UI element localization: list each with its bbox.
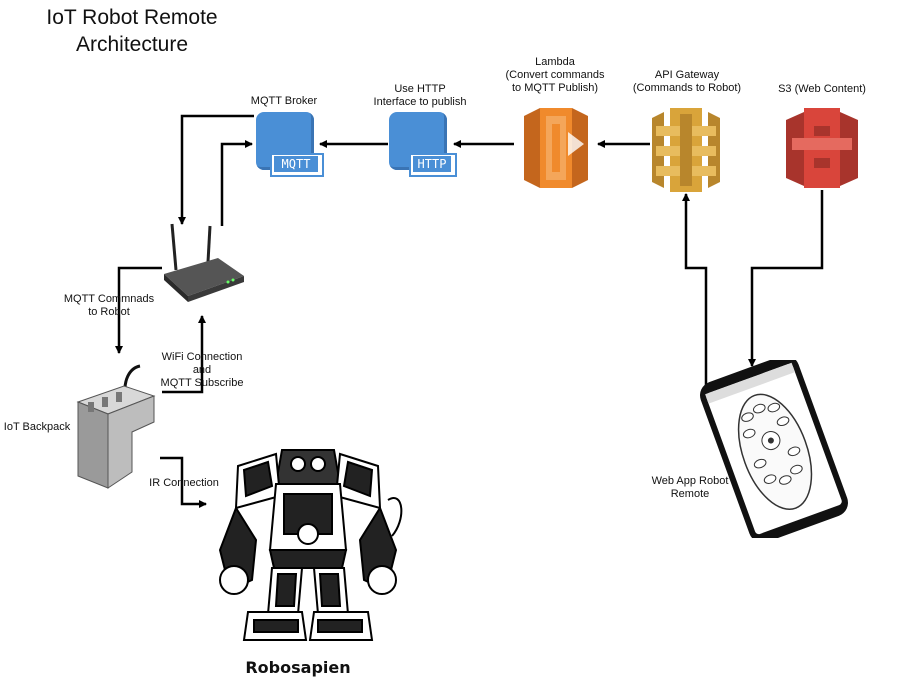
http-icon: HTTP bbox=[389, 112, 461, 177]
arrow-phone-to-api bbox=[682, 193, 708, 388]
mqtt-badge: MQTT bbox=[274, 156, 318, 172]
wifi-router-icon bbox=[164, 223, 244, 302]
robosapien-label: Robosapien bbox=[245, 658, 351, 677]
phone-label-line-1: Web App Robot bbox=[651, 475, 729, 487]
http-label-line-2: Interface to publish bbox=[373, 96, 467, 108]
http-badge: HTTP bbox=[413, 156, 451, 172]
lambda-label: Lambda (Convert commands to MQTT Publish… bbox=[490, 56, 620, 95]
title-line-2: Architecture bbox=[75, 33, 189, 56]
phone-label-line-2: Remote bbox=[670, 488, 710, 500]
s3-label: S3 (Web Content) bbox=[778, 83, 866, 95]
mqtt-commands-label: MQTT Commnads to Robot bbox=[54, 293, 164, 319]
wifi-connection-label: WiFi Connection and MQTT Subscribe bbox=[148, 351, 256, 390]
arrow-mqtt-to-router bbox=[178, 114, 254, 225]
lambda-label-line-2: (Convert commands bbox=[505, 69, 605, 81]
lambda-label-line-1: Lambda bbox=[535, 56, 575, 68]
mqtt-broker-label: MQTT Broker bbox=[250, 95, 318, 107]
s3-icon bbox=[786, 108, 858, 188]
arrow-s3-to-phone bbox=[748, 190, 824, 367]
http-label-line-1: Use HTTP bbox=[394, 83, 446, 95]
diagram-title: IoT Robot Remote Architecture bbox=[8, 4, 256, 58]
robosapien-robot-icon bbox=[218, 449, 403, 641]
phone-label: Web App Robot Remote bbox=[630, 475, 750, 501]
wifi-line-1: WiFi Connection bbox=[161, 351, 243, 363]
arrow-backpack-to-robot bbox=[160, 456, 207, 508]
lambda-icon bbox=[524, 108, 588, 188]
lambda-label-line-3: to MQTT Publish) bbox=[512, 82, 598, 94]
smartphone-remote-icon bbox=[700, 360, 848, 538]
arrow-router-to-mqtt bbox=[220, 140, 253, 226]
wifi-line-2: and bbox=[192, 364, 212, 376]
iot-backpack-icon bbox=[76, 364, 156, 489]
api-gateway-icon bbox=[652, 108, 720, 192]
wifi-line-3: MQTT Subscribe bbox=[160, 377, 244, 389]
title-line-1: IoT Robot Remote bbox=[46, 6, 218, 29]
api-gateway-label-line-1: API Gateway bbox=[654, 69, 720, 81]
mqtt-commands-line-1: MQTT Commnads bbox=[63, 293, 155, 305]
mqtt-broker-icon: MQTT bbox=[256, 112, 328, 177]
arrow-router-to-backpack bbox=[115, 266, 162, 354]
iot-backpack-label: IoT Backpack bbox=[3, 421, 71, 433]
arrow-backpack-to-router bbox=[162, 315, 206, 394]
api-gateway-label-line-2: (Commands to Robot) bbox=[632, 82, 742, 94]
api-gateway-label: API Gateway (Commands to Robot) bbox=[622, 69, 752, 95]
mqtt-commands-line-2: to Robot bbox=[88, 306, 130, 318]
ir-connection-label: IR Connection bbox=[149, 477, 219, 489]
http-label: Use HTTP Interface to publish bbox=[360, 83, 480, 109]
